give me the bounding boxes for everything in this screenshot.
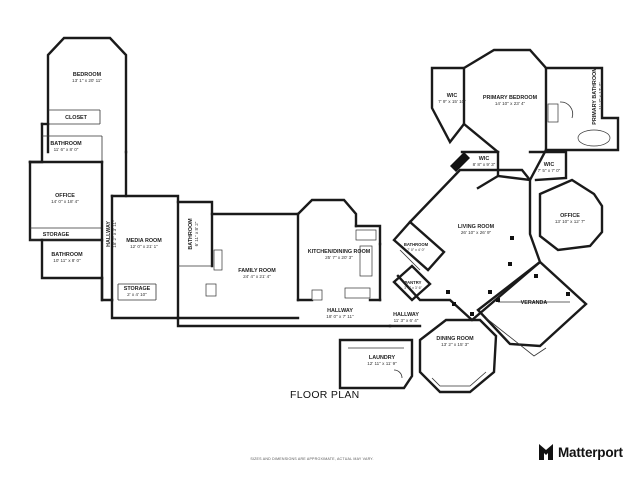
room-family-room-name: FAMILY ROOM: [238, 268, 276, 274]
room-hallway-3-name: HALLWAY: [393, 312, 419, 318]
room-media-room-dims: 12' 0" x 21' 1": [130, 244, 158, 249]
room-primary-bedroom-name: PRIMARY BEDROOM: [483, 95, 538, 101]
brand-logo: Matterport: [538, 441, 638, 463]
room-bathroom-4-dims: 7' 0" x 4' 0": [407, 248, 425, 252]
brand-name: Matterport: [558, 444, 623, 460]
room-laundry-name: LAUNDRY: [369, 355, 396, 361]
room-kitchen-dims: 25' 7" x 20' 3": [325, 255, 353, 260]
room-primary-bathroom-name: PRIMARY BATHROOM: [592, 67, 598, 125]
room-labels: BEDROOM 13' 1" x 20' 11" CLOSET BATHROOM…: [43, 67, 603, 366]
room-bathroom-3-dims: 6' 11" x 8' 2": [194, 221, 199, 246]
room-wic-2-dims: 8' 8" x 9' 3": [473, 162, 496, 167]
room-bathroom-1-dims: 11' 6" x 8' 0": [54, 147, 79, 152]
room-office-2-name: OFFICE: [560, 213, 580, 219]
structural-columns: [446, 236, 570, 316]
matterport-logo-icon: [539, 444, 553, 460]
room-pantry-name: PANTRY: [405, 280, 422, 285]
room-primary-bedroom-dims: 14' 10" x 23' 4": [495, 101, 526, 106]
room-wic-1-dims: 7' 9" x 15' 10": [438, 99, 466, 104]
room-hallway-1-name: HALLWAY: [106, 221, 112, 247]
room-office-1-dims: 14' 0" x 18' 4": [51, 199, 79, 204]
room-media-room-name: MEDIA ROOM: [126, 238, 162, 244]
west-wing-walls: [28, 36, 214, 320]
room-pantry-dims: 3' 9" x 3' 6": [404, 286, 422, 290]
room-dining-room-name: DINING ROOM: [436, 336, 474, 342]
room-storage-2-name: STORAGE: [124, 286, 151, 292]
room-wic-1-name: WIC: [447, 93, 458, 99]
room-office-2-dims: 13' 10" x 12' 7": [555, 219, 586, 224]
room-veranda-name: VERANDA: [521, 300, 548, 306]
room-office-1-name: OFFICE: [55, 193, 75, 199]
room-family-room-dims: 24' 4" x 21' 4": [243, 274, 271, 279]
central-wing-walls: [176, 198, 498, 394]
room-storage-1-name: STORAGE: [43, 232, 70, 238]
room-dining-room-dims: 13' 2" x 15' 3": [441, 342, 469, 347]
room-bathroom-3-name: BATHROOM: [188, 218, 194, 250]
room-hallway-3-dims: 11' 3" x 6' 4": [394, 318, 419, 323]
room-hallway-1-dims: 18' 2" x 3' 11": [112, 220, 117, 248]
room-hallway-2-name: HALLWAY: [327, 308, 353, 314]
room-bathroom-1-name: BATHROOM: [50, 141, 82, 147]
room-kitchen-name: KITCHEN/DINING ROOM: [308, 249, 371, 255]
room-bathroom-2-dims: 10' 11" x 8' 0": [53, 258, 81, 263]
plan-title: FLOOR PLAN: [290, 389, 360, 401]
room-bedroom-dims: 13' 1" x 20' 11": [72, 78, 102, 83]
room-wic-3-name: WIC: [544, 162, 555, 168]
room-primary-bathroom-dims: 11' 7" x 17' 7": [598, 82, 603, 110]
room-wic-2-name: WIC: [479, 156, 490, 162]
room-wic-3-dims: 7' 5" x 7' 0": [538, 168, 561, 173]
room-living-room-dims: 26' 10" x 26' 9": [461, 230, 492, 235]
room-bedroom-name: BEDROOM: [73, 72, 102, 78]
room-living-room-name: LIVING ROOM: [458, 224, 495, 230]
room-storage-2-dims: 2' x 4' 10": [127, 292, 147, 297]
room-hallway-2-dims: 18' 0" x 7' 11": [326, 314, 354, 319]
room-laundry-dims: 12' 11" x 11' 9": [367, 361, 397, 366]
east-wing-walls: [396, 48, 620, 357]
room-bathroom-4-name: BATHROOM: [404, 242, 429, 247]
room-closet-name: CLOSET: [65, 115, 88, 121]
disclaimer-text: SIZES AND DIMENSIONS ARE APPROXIMATE, AC…: [250, 457, 373, 461]
room-bathroom-2-name: BATHROOM: [51, 252, 83, 258]
